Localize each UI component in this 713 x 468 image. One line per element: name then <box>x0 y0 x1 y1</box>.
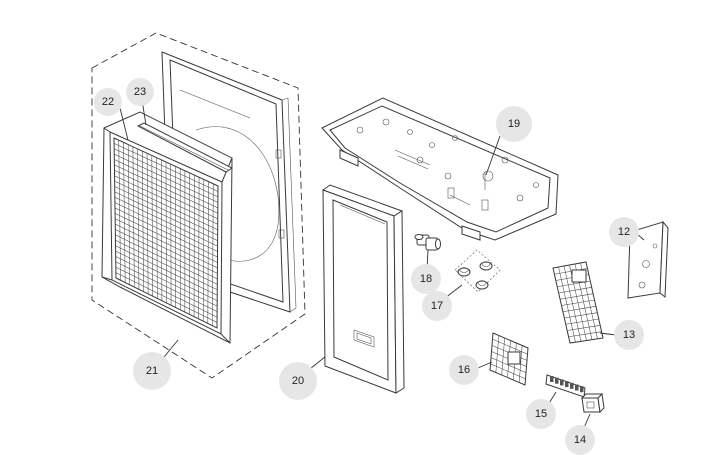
hatch-line <box>115 245 218 296</box>
hatch-line <box>115 266 218 318</box>
terminal-screw <box>575 384 579 391</box>
hatch-line <box>113 143 219 192</box>
terminal-screw <box>560 379 564 386</box>
callout-23: 23 <box>126 78 154 106</box>
top-plate <box>321 97 559 241</box>
hatch-line <box>115 272 218 323</box>
assembly-21-dashed-outline <box>91 32 306 379</box>
callout-15: 15 <box>526 399 556 429</box>
hatch-line <box>567 325 601 331</box>
grille <box>113 137 219 329</box>
hatch-line <box>114 175 218 225</box>
hatch-line <box>114 202 218 252</box>
callout-14: 14 <box>565 425 595 455</box>
hatch-line <box>114 159 218 209</box>
callout-20-label: 20 <box>292 375 304 387</box>
terminal-screw <box>580 386 584 393</box>
hatch-line <box>115 234 218 285</box>
callout-13-label: 13 <box>623 329 635 341</box>
component-14 <box>580 392 605 414</box>
callout-16: 16 <box>449 355 479 385</box>
hatch-line <box>562 306 596 313</box>
hatch-line <box>115 256 218 307</box>
callout-17: 17 <box>422 291 452 321</box>
callout-22-label: 22 <box>102 96 114 108</box>
callout-19: 19 <box>496 106 532 142</box>
hatch-line <box>114 186 218 236</box>
callout-19-label: 19 <box>508 118 520 130</box>
hatch-line <box>490 363 526 380</box>
hatch-line <box>114 180 218 230</box>
hatch-line <box>115 229 218 280</box>
hatch-line <box>560 293 594 300</box>
hatch-line <box>490 357 527 373</box>
callout-22: 22 <box>94 88 122 116</box>
side-cover <box>321 184 405 394</box>
hatch-line <box>115 240 218 291</box>
hatch-line <box>114 170 218 220</box>
top-strip <box>136 122 233 173</box>
callout-21: 21 <box>133 352 171 390</box>
hatch-line <box>114 207 218 258</box>
hatch-line <box>114 213 218 263</box>
bracket <box>627 220 669 299</box>
callout-12-label: 12 <box>618 226 630 238</box>
hatch-line <box>564 312 598 319</box>
hatch-line <box>565 318 599 325</box>
terminal-screw <box>555 377 559 384</box>
callout-14-label: 14 <box>574 434 586 446</box>
callout-12: 12 <box>609 217 639 247</box>
hatch-line <box>561 299 595 306</box>
hatch-line <box>115 223 218 274</box>
terminal-screw <box>550 376 554 382</box>
hatch-line <box>114 148 219 198</box>
callout-16-label: 16 <box>458 364 470 376</box>
hatch-line <box>554 268 588 275</box>
dampers <box>454 249 501 293</box>
terminal-screw <box>570 382 574 389</box>
hatch-line <box>114 196 218 247</box>
callout-13: 13 <box>614 320 644 350</box>
pcb <box>489 332 529 386</box>
control-board <box>552 261 604 344</box>
callout-23-label: 23 <box>134 86 146 98</box>
terminal-block <box>545 374 586 398</box>
hatch-line <box>115 218 218 269</box>
callout-15-label: 15 <box>535 408 547 420</box>
hatch-line <box>492 338 528 355</box>
hatch-line <box>114 164 218 214</box>
callout-17-label: 17 <box>431 300 443 312</box>
fitting <box>414 234 441 251</box>
callout-20: 20 <box>279 362 317 400</box>
hatch-line <box>558 287 592 294</box>
hatch-line <box>568 331 602 338</box>
hatch-line <box>115 261 218 312</box>
callout-18: 18 <box>411 264 441 294</box>
callout-18-label: 18 <box>420 273 432 285</box>
hatch-line <box>115 250 218 301</box>
callout-21-label: 21 <box>146 365 158 377</box>
terminal-screw <box>565 381 569 388</box>
hatch-line <box>114 153 219 203</box>
hatch-line <box>114 191 218 241</box>
